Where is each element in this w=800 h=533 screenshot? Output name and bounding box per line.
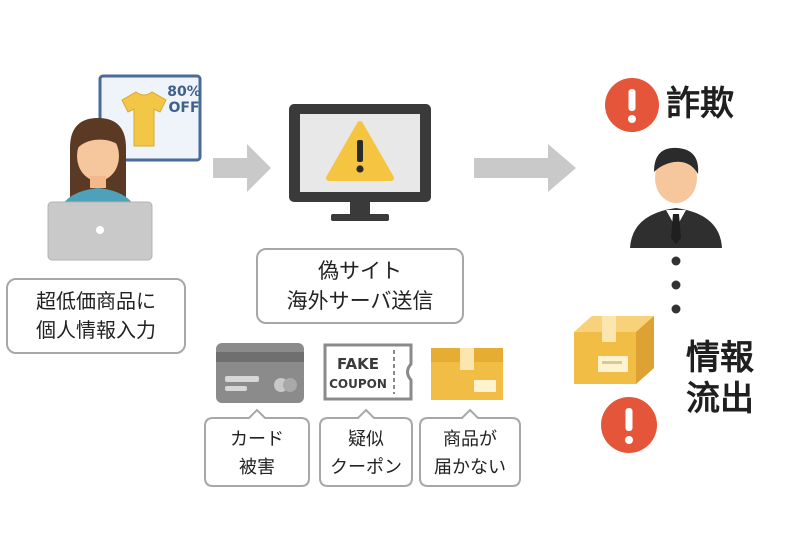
package-icon xyxy=(431,348,503,400)
tshirt-icon xyxy=(121,91,167,147)
damage-card-bubble: カード 被害 xyxy=(203,408,311,488)
fraud-label: 詐欺 xyxy=(666,84,734,124)
fake-site-caption: 偽サイト 海外サーバ送信 xyxy=(256,248,464,324)
credit-card-icon xyxy=(216,343,304,403)
svg-text:COUPON: COUPON xyxy=(329,377,387,391)
damage-coupon-bubble: 疑似 クーポン xyxy=(318,408,414,488)
fake-coupon-icon: FAKE COUPON xyxy=(323,343,413,401)
alert-icon-leak xyxy=(601,397,657,453)
laptop-icon xyxy=(47,201,153,261)
damage-goods-bubble: 商品が 届かない xyxy=(418,408,522,488)
coupon-off: OFF xyxy=(168,100,199,116)
coupon-percent: 80% xyxy=(167,84,201,100)
monitor-warning-icon xyxy=(289,104,431,221)
victim-group: 80% OFF xyxy=(30,70,240,270)
alert-icon-fraud xyxy=(605,78,659,132)
dotted-connector xyxy=(671,256,681,314)
arrow-right-long-icon xyxy=(474,144,576,192)
leak-label: 情報 流出 xyxy=(686,338,754,419)
damage-card-text: カード 被害 xyxy=(230,429,284,478)
arrow-right-icon xyxy=(213,144,271,192)
warning-icon xyxy=(326,121,394,181)
scammer-man-icon xyxy=(630,147,722,248)
damage-goods-text: 商品が 届かない xyxy=(434,429,506,478)
svg-text:FAKE: FAKE xyxy=(337,355,379,373)
victim-caption: 超低価商品に 個人情報入力 xyxy=(6,278,186,354)
damage-coupon-text: 疑似 クーポン xyxy=(330,429,402,478)
woman-user-icon xyxy=(56,118,140,224)
leaked-package-icon xyxy=(574,316,654,384)
